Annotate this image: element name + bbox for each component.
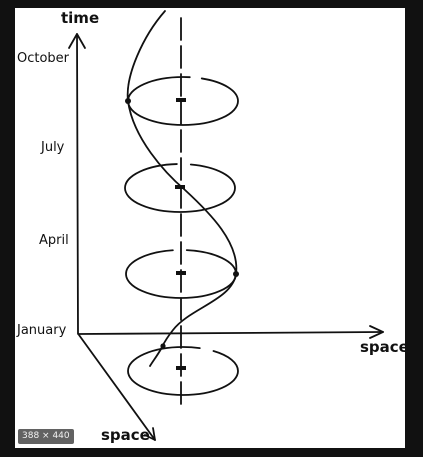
sun-marker-january: [176, 366, 186, 370]
sun-marker-july: [175, 185, 185, 189]
month-label-october: October: [17, 51, 70, 66]
space-axis-depth-line: [78, 334, 156, 441]
space-axis-depth-arrowhead: [144, 427, 156, 441]
sun-marker-october: [176, 98, 186, 102]
month-label-january: January: [17, 323, 67, 338]
space-axis-horizontal-line: [78, 331, 384, 335]
time-axis-line: [76, 33, 79, 335]
image-dimensions-badge: 388 × 440: [18, 429, 74, 444]
space-axis-horizontal-arrowhead: [369, 325, 384, 339]
orbit-ellipse-july: [124, 163, 236, 213]
spacetime-helix-diagram: [68, 10, 384, 441]
space-axis-horizontal-label: space: [360, 338, 405, 356]
earth-position-october: [125, 98, 131, 104]
time-axis-arrowhead: [68, 33, 86, 49]
time-axis-label: time: [61, 9, 100, 27]
earth-position-april: [233, 271, 239, 277]
sun-marker-april: [176, 271, 186, 275]
earth-position-january: [160, 343, 166, 349]
diagram-image: time space space October July April Janu…: [15, 8, 405, 448]
month-label-july: July: [41, 140, 65, 155]
month-label-april: April: [39, 233, 69, 248]
orbit-ellipse-january: [127, 346, 239, 396]
space-axis-depth-label: space: [101, 426, 150, 444]
